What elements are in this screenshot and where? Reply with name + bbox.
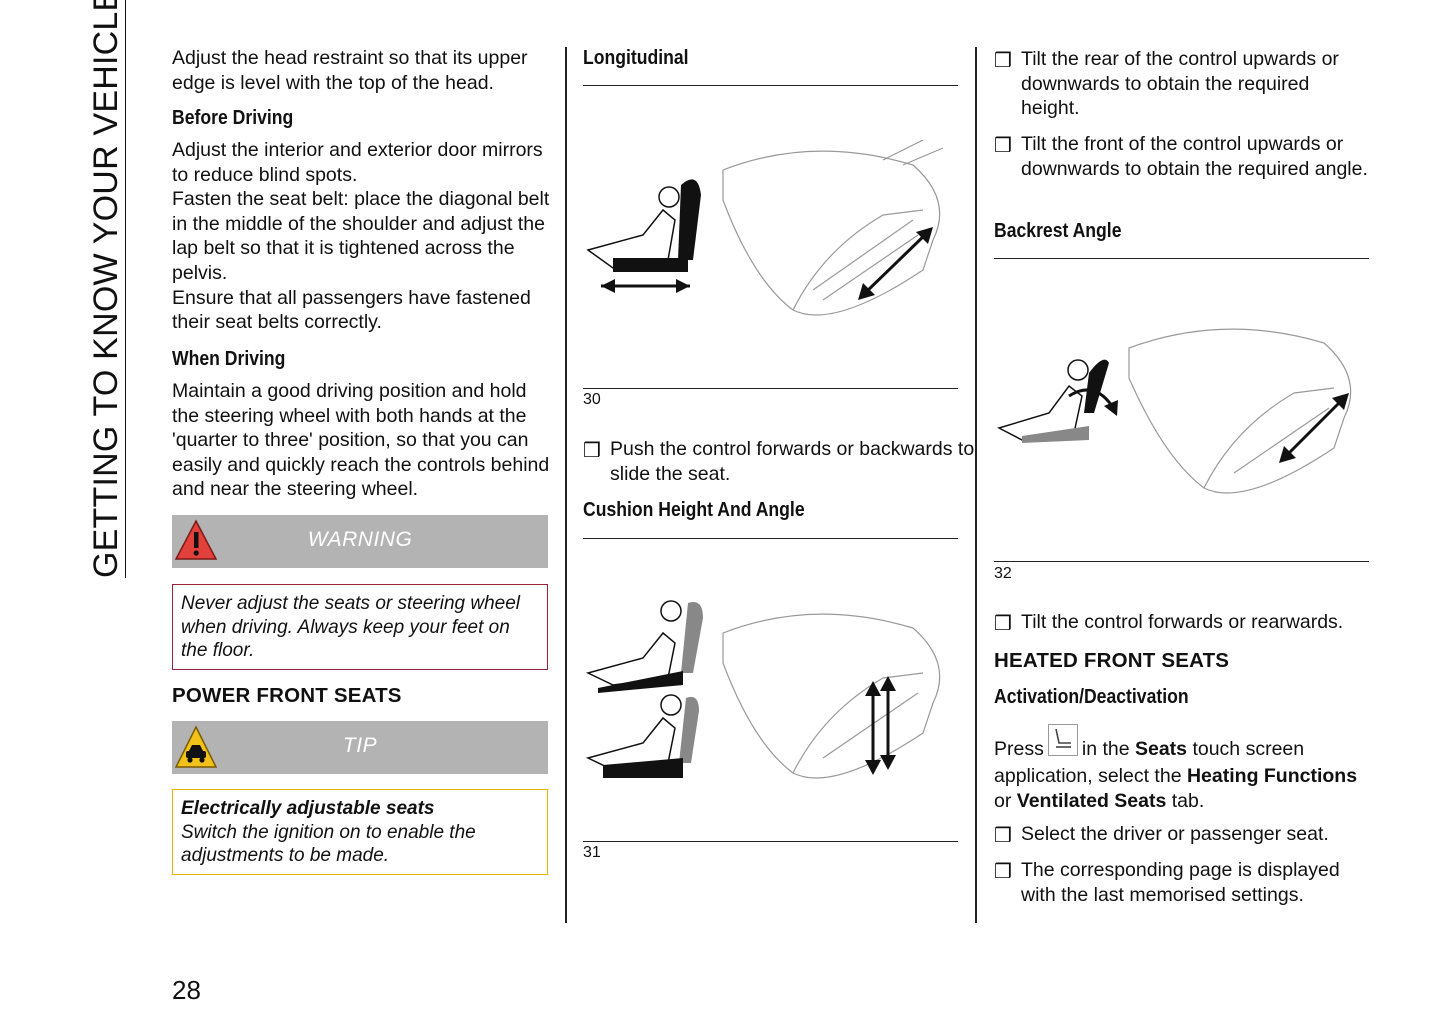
bullet-page-displayed: ❒ The corresponding page is displayed wi… bbox=[994, 858, 1371, 907]
bullet-box-icon: ❒ bbox=[994, 50, 1012, 72]
press-text-3: touch screen application, select the bbox=[994, 738, 1305, 787]
when-driving-heading: When Driving bbox=[172, 348, 286, 370]
page-number: 28 bbox=[172, 975, 201, 1005]
before-driving-heading: Before Driving bbox=[172, 107, 294, 129]
press-text-2: in the bbox=[1081, 738, 1130, 760]
bullet-tilt-rear: ❒ Tilt the rear of the control upwards o… bbox=[994, 47, 1371, 121]
bullet-box-icon: ❒ bbox=[994, 135, 1012, 157]
tip-banner: TIP bbox=[172, 721, 548, 774]
figure-31-top-rule bbox=[583, 538, 958, 539]
column-divider-2 bbox=[975, 47, 977, 923]
ventilated-seats-label: Ventilated Seats bbox=[1016, 789, 1167, 812]
figure-32-number: 32 bbox=[994, 565, 1012, 582]
before-driving-text-3: Ensure that all passengers have fastened… bbox=[172, 286, 531, 334]
bullet-page-text: The corresponding page is displayed with… bbox=[1021, 859, 1340, 906]
figure-30-longitudinal-illustration bbox=[586, 140, 944, 316]
figure-31-bottom-rule bbox=[583, 841, 958, 842]
bullet-box-icon: ❒ bbox=[994, 613, 1012, 635]
bullet-tilt-front-text: Tilt the front of the control upwards or… bbox=[1021, 133, 1368, 180]
heated-front-seats-heading: HEATED FRONT SEATS bbox=[994, 649, 1230, 672]
press-text-or: or bbox=[994, 789, 1012, 812]
seats-label: Seats bbox=[1134, 738, 1188, 760]
tip-note: Electrically adjustable seats Switch the… bbox=[172, 789, 548, 875]
tip-label: TIP bbox=[342, 734, 378, 757]
intro-paragraph: Adjust the head restraint so that its up… bbox=[172, 47, 528, 94]
bullet-select-text: Select the driver or passenger seat. bbox=[1021, 823, 1329, 845]
bullet-push-text: Push the control forwards or backwards t… bbox=[610, 438, 975, 485]
before-driving-paragraph: Adjust the interior and exterior door mi… bbox=[172, 138, 550, 335]
car-tip-icon bbox=[174, 725, 218, 768]
backrest-angle-heading: Backrest Angle bbox=[994, 220, 1122, 242]
cushion-height-heading: Cushion Height And Angle bbox=[583, 499, 805, 521]
seat-key-icon bbox=[1047, 724, 1078, 756]
bullet-tilt-control-text: Tilt the control forwards or rearwards. bbox=[1021, 611, 1344, 633]
activation-heading: Activation/Deactivation bbox=[994, 686, 1189, 708]
longitudinal-heading: Longitudinal bbox=[583, 47, 689, 69]
bullet-box-icon: ❒ bbox=[994, 861, 1012, 883]
figure-32-top-rule bbox=[994, 258, 1369, 259]
bullet-box-icon: ❒ bbox=[583, 440, 601, 462]
warning-triangle-icon bbox=[174, 519, 218, 560]
chapter-side-title: GETTING TO KNOW YOUR VEHICLE bbox=[86, 0, 130, 578]
figure-30-number: 30 bbox=[583, 391, 601, 408]
chapter-side-title-text: GETTING TO KNOW YOUR VEHICLE bbox=[87, 0, 126, 578]
figure-31-number: 31 bbox=[583, 844, 601, 861]
warning-banner: WARNING bbox=[172, 515, 548, 568]
column-divider-1 bbox=[565, 47, 567, 923]
bullet-select-seat: ❒ Select the driver or passenger seat. bbox=[994, 822, 1396, 847]
tip-text: Switch the ignition on to enable the adj… bbox=[181, 821, 476, 867]
bullet-tilt-front: ❒ Tilt the front of the control upwards … bbox=[994, 132, 1371, 181]
figure-30-bottom-rule bbox=[583, 388, 958, 389]
warning-note: Never adjust the seats or steering wheel… bbox=[172, 584, 548, 670]
figure-32-backrest-illustration bbox=[997, 328, 1352, 494]
bullet-push-control: ❒ Push the control forwards or backwards… bbox=[583, 437, 985, 486]
press-text: Press bbox=[994, 738, 1044, 760]
bullet-tilt-control: ❒ Tilt the control forwards or rearwards… bbox=[994, 610, 1396, 635]
press-paragraph: Press in the Seats touch screen applicati… bbox=[994, 724, 1369, 813]
press-text-tab: tab. bbox=[1171, 789, 1205, 812]
heating-functions-label: Heating Functions bbox=[1186, 765, 1358, 787]
warning-label: WARNING bbox=[307, 528, 413, 551]
bullet-tilt-rear-text: Tilt the rear of the control upwards or … bbox=[1021, 48, 1339, 120]
figure-31-cushion-illustration bbox=[585, 600, 941, 779]
when-driving-paragraph: Maintain a good driving position and hol… bbox=[172, 380, 550, 501]
before-driving-text-2: Fasten the seat belt: place the diagonal… bbox=[172, 188, 550, 284]
bullet-box-icon: ❒ bbox=[994, 825, 1012, 847]
figure-30-top-rule bbox=[583, 85, 958, 86]
power-front-seats-heading: POWER FRONT SEATS bbox=[172, 684, 402, 707]
before-driving-text-1: Adjust the interior and exterior door mi… bbox=[172, 139, 543, 186]
figure-32-bottom-rule bbox=[994, 561, 1369, 562]
tip-title: Electrically adjustable seats bbox=[181, 798, 435, 819]
